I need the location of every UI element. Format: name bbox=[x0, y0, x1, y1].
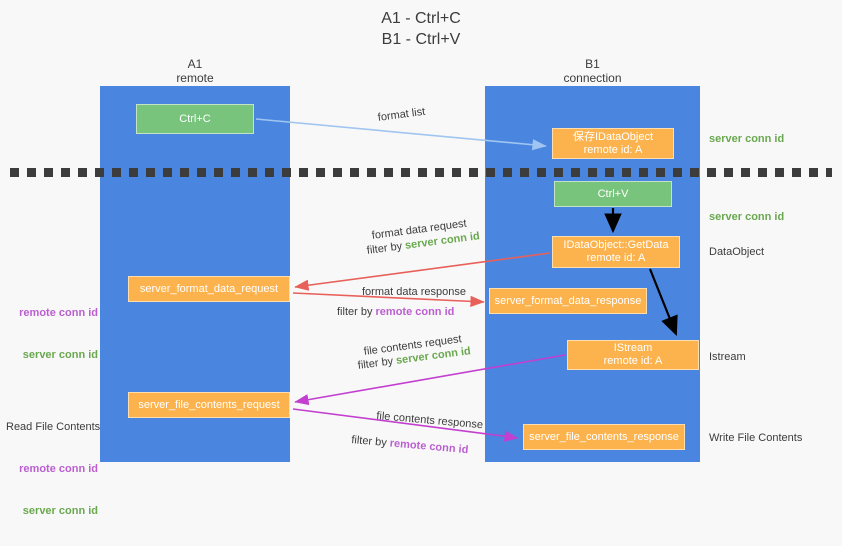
filter-prefix: filter by bbox=[337, 306, 376, 318]
lane-header-b1: B1 connection bbox=[563, 57, 622, 85]
node-ctrl-c-label: Ctrl+C bbox=[179, 112, 211, 125]
edge-label-file-contents-response-filter: filter by remote conn id bbox=[351, 433, 469, 457]
filter-prefix: filter by bbox=[366, 239, 406, 257]
right-label-dataobject: DataObject bbox=[709, 246, 765, 258]
lane-header-a1: A1 remote bbox=[176, 57, 214, 85]
edge-label-format-list: format list bbox=[377, 105, 426, 124]
edge-label-file-contents-response: file contents response bbox=[375, 409, 484, 432]
filter-key-remote-conn-id: remote conn id bbox=[389, 437, 469, 457]
right-label-write-file-contents: Write File Contents bbox=[709, 432, 803, 444]
right-label-istream: Istream bbox=[709, 351, 746, 363]
node-idataobject-getdata[interactable]: IDataObject::GetData remote id: A bbox=[552, 236, 680, 268]
node-server-format-data-response[interactable]: server_format_data_response bbox=[489, 288, 647, 314]
left-label-conn-ids-1: remote conn id server conn id bbox=[6, 278, 98, 390]
node-istream-label: IStream bbox=[613, 342, 653, 354]
left-label-read-file-contents: Read File Contents bbox=[6, 421, 101, 433]
left-label-server-conn-id-1: server conn id bbox=[22, 349, 98, 361]
node-istream-sub: remote id: A bbox=[603, 355, 663, 367]
filter-prefix: filter by bbox=[350, 433, 391, 450]
filter-prefix: filter by bbox=[357, 354, 397, 372]
node-server-format-data-response-label: server_format_data_response bbox=[494, 294, 642, 307]
node-server-file-contents-response-label: server_file_contents_response bbox=[529, 430, 679, 443]
node-ctrl-v-label: Ctrl+V bbox=[597, 187, 629, 200]
phase-separator-dashed-line bbox=[10, 168, 832, 177]
node-save-idataobject-sub: remote id: A bbox=[583, 143, 643, 156]
right-label-server-conn-id-1: server conn id bbox=[709, 133, 785, 145]
edge-label-format-data-response-filter: filter by remote conn id bbox=[337, 305, 454, 319]
node-save-idataobject[interactable]: 保存IDataObject remote id: A bbox=[552, 128, 674, 159]
node-ctrl-c[interactable]: Ctrl+C bbox=[136, 104, 254, 134]
node-idataobject-getdata-label: IDataObject::GetData bbox=[563, 239, 669, 251]
node-ctrl-v[interactable]: Ctrl+V bbox=[554, 181, 672, 207]
diagram-canvas: A1 - Ctrl+C B1 - Ctrl+V A1 remote B1 con… bbox=[6, 10, 832, 517]
page-title: A1 - Ctrl+C B1 - Ctrl+V bbox=[381, 10, 461, 48]
node-server-file-contents-response[interactable]: server_file_contents_response bbox=[523, 424, 685, 450]
left-label-remote-conn-id-1: remote conn id bbox=[19, 307, 98, 319]
filter-key-remote-conn-id: remote conn id bbox=[375, 306, 455, 318]
node-idataobject-getdata-sub: remote id: A bbox=[586, 252, 646, 264]
node-server-file-contents-request[interactable]: server_file_contents_request bbox=[128, 392, 290, 418]
right-label-server-conn-id-2: server conn id bbox=[709, 211, 785, 223]
edge-label-format-data-response: format data response bbox=[362, 286, 466, 298]
node-istream[interactable]: IStream remote id: A bbox=[567, 340, 699, 370]
left-label-server-conn-id-2: server conn id bbox=[22, 505, 98, 517]
left-label-remote-conn-id-2: remote conn id bbox=[19, 463, 98, 475]
node-server-format-data-request-label: server_format_data_request bbox=[139, 282, 279, 295]
left-label-conn-ids-2: Read File Contents remote conn id server… bbox=[6, 392, 101, 546]
node-save-idataobject-label: 保存IDataObject bbox=[572, 130, 654, 143]
node-server-format-data-request[interactable]: server_format_data_request bbox=[128, 276, 290, 302]
node-server-file-contents-request-label: server_file_contents_request bbox=[138, 398, 280, 411]
